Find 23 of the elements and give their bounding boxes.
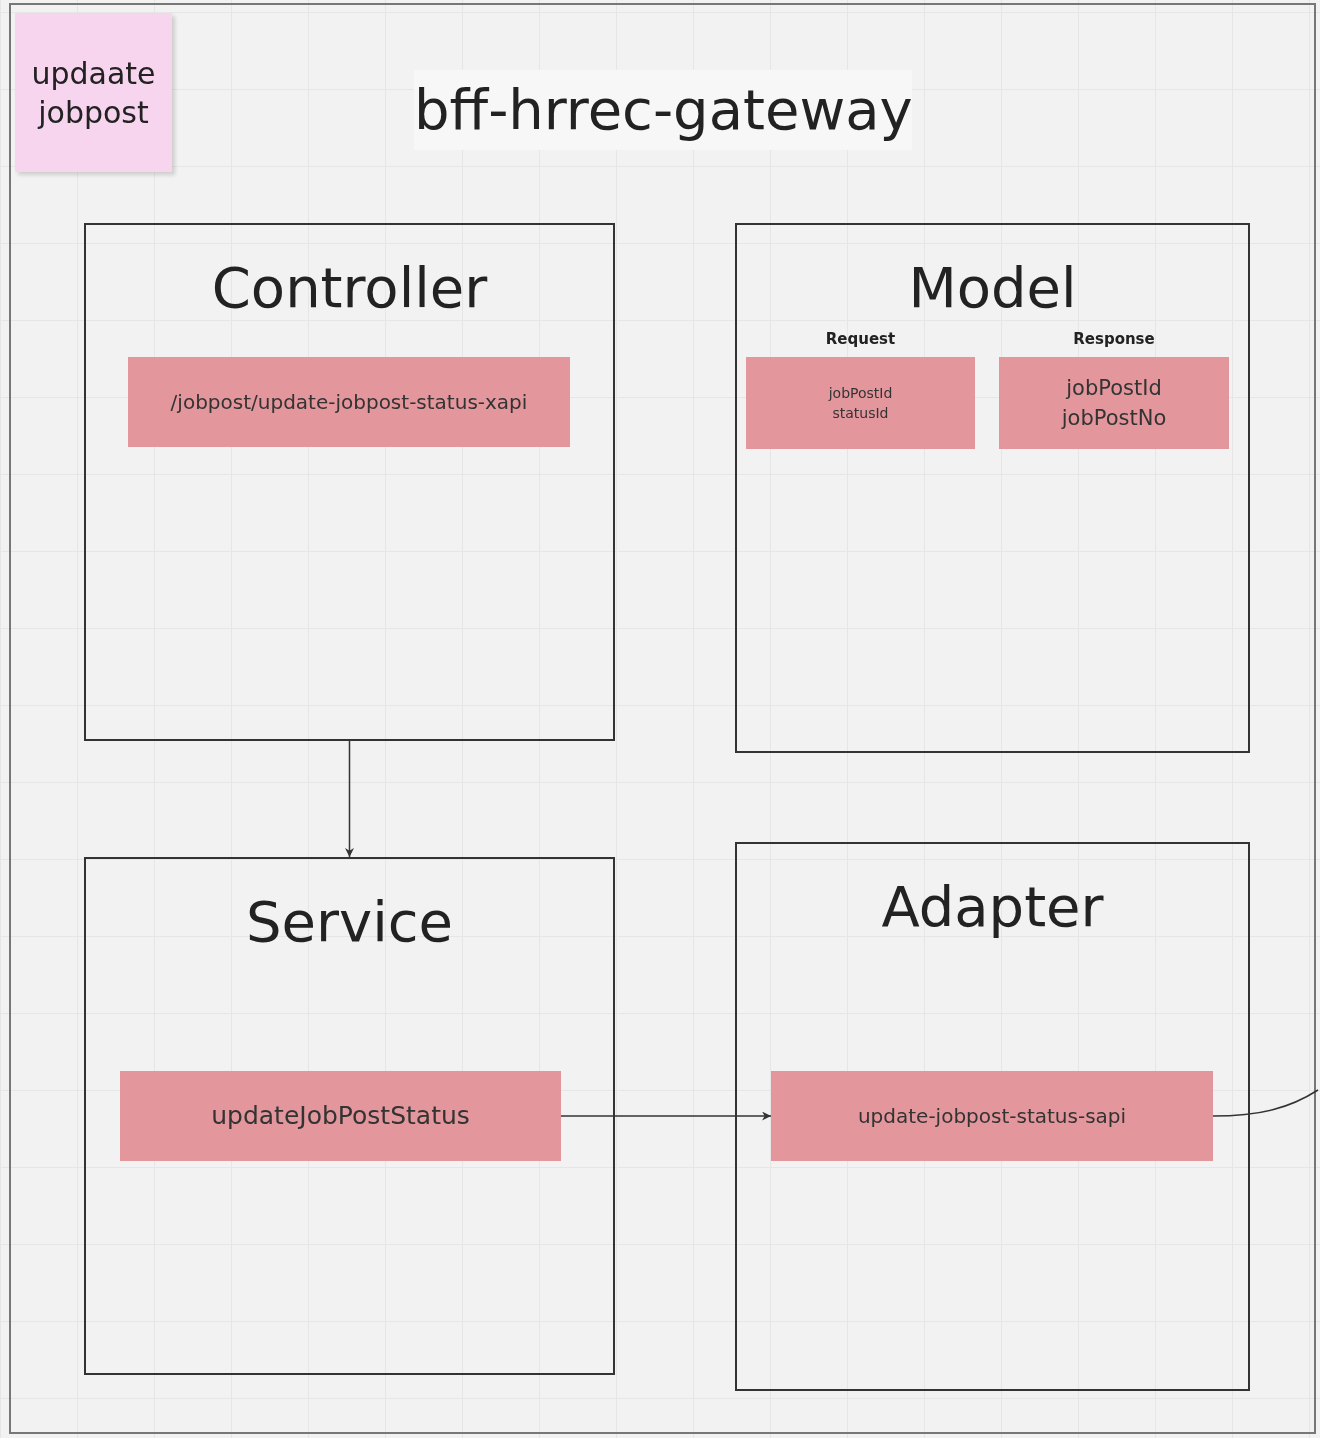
connector-line xyxy=(1212,1089,1319,1117)
item-box xyxy=(120,1071,561,1161)
component-heading: Adapter xyxy=(880,874,1105,939)
arrow xyxy=(345,740,354,858)
item-label: /jobpost/update-jobpost-status-xapi xyxy=(170,388,528,416)
component-box xyxy=(84,857,615,1375)
box-caption: Request xyxy=(824,329,897,350)
component-heading: Controller xyxy=(210,255,489,320)
field-list: jobPostId statusId xyxy=(810,382,911,424)
component-heading: Model xyxy=(907,255,1078,320)
arrow xyxy=(560,1111,772,1121)
box-caption: Response xyxy=(1072,329,1156,350)
item-box xyxy=(771,1071,1213,1161)
component-box xyxy=(84,223,615,741)
field-list: jobPostId jobPostNo xyxy=(1049,372,1179,434)
diagram-title: bff-hrrec-gateway xyxy=(414,70,912,150)
item-label: updateJobPostStatus xyxy=(211,1099,470,1132)
component-heading: Service xyxy=(245,889,454,954)
component-box xyxy=(735,842,1250,1391)
sticky-note: updaate jobpost xyxy=(15,13,172,172)
component-box xyxy=(735,223,1250,753)
item-box xyxy=(128,357,570,447)
item-label: update-jobpost-status-sapi xyxy=(857,1102,1127,1130)
